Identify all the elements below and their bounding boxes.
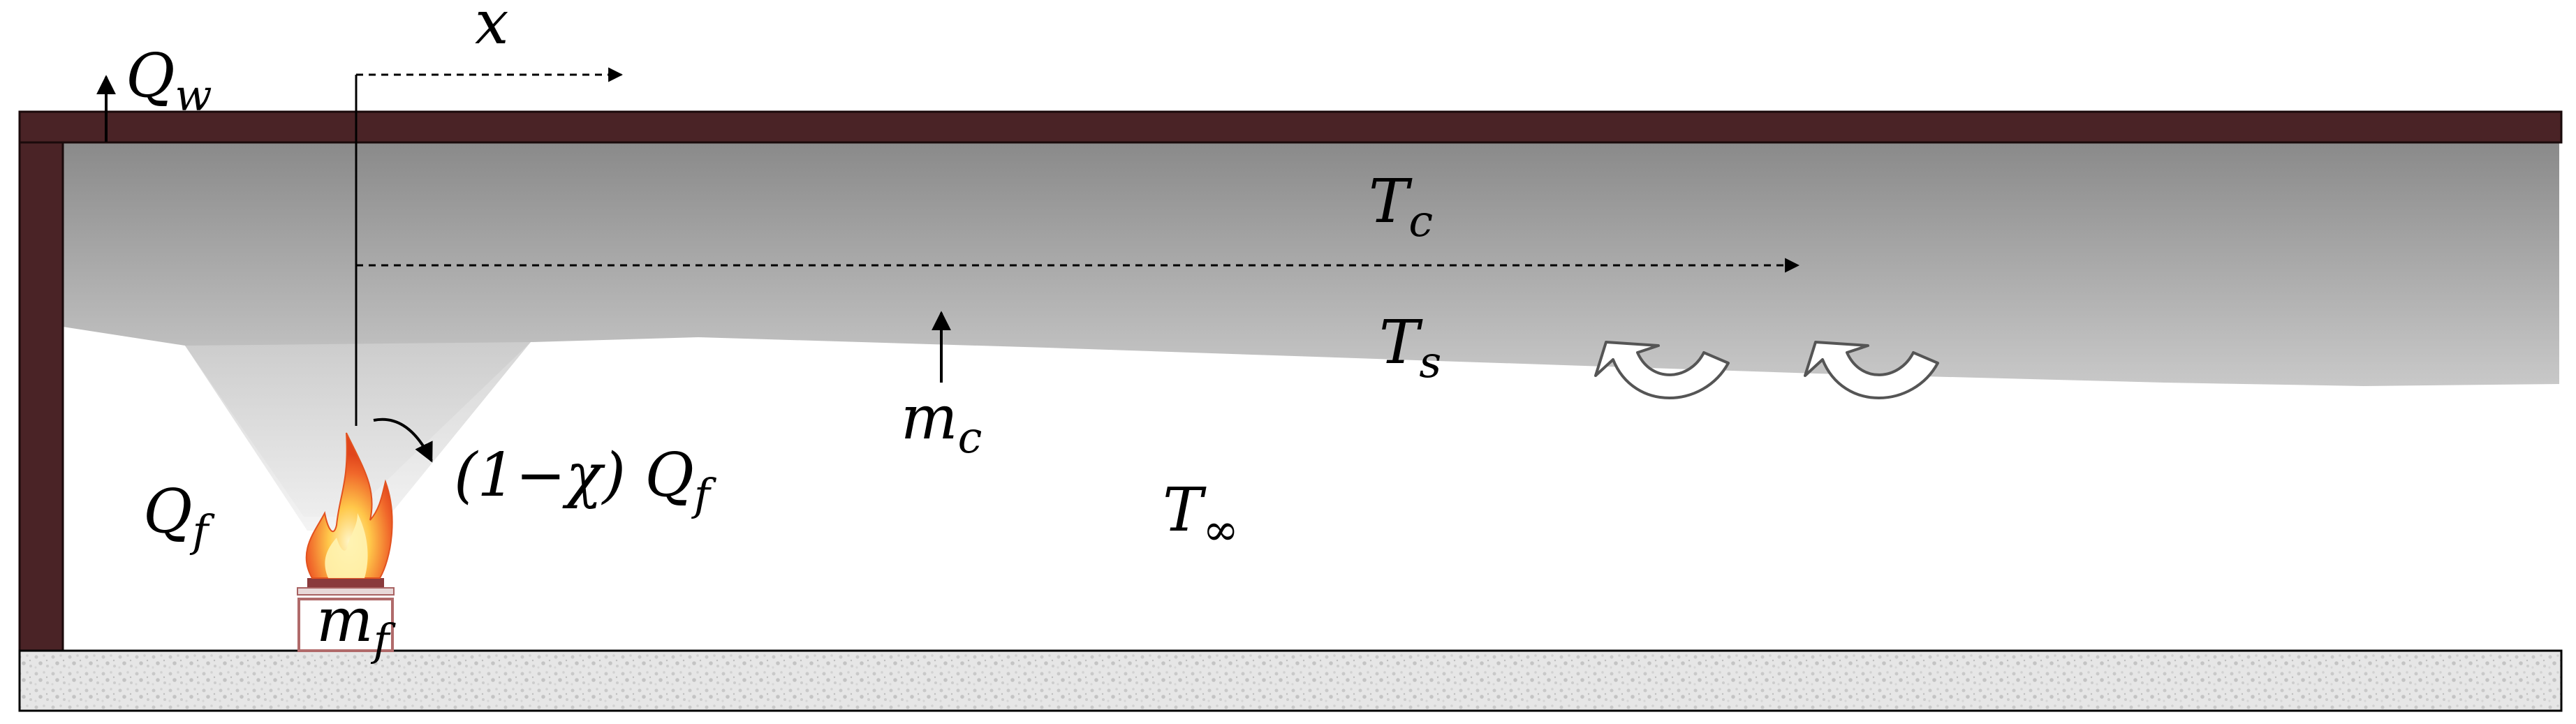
hot-smoke-layer (63, 143, 2559, 517)
label-ambient-temp: T∞ (1163, 475, 1239, 555)
recirculation-arrow-1 (1594, 341, 1730, 399)
curved-arrow (373, 418, 433, 463)
fuel-source (297, 578, 395, 652)
label-fire-heat: Qf (143, 477, 216, 556)
fire-plume (185, 342, 531, 531)
label-heat-loss-wall: Qw (126, 41, 212, 121)
label-ceiling-temp: Tc (1369, 167, 1433, 246)
ceiling (18, 110, 2563, 144)
recirculation-arrow-2 (1804, 341, 1939, 399)
label-smoke-temp: Ts (1379, 308, 1441, 387)
label-convective-heat: (1−χ) Qf (454, 441, 717, 520)
label-x-axis: x (475, 0, 509, 58)
floor (18, 649, 2563, 712)
left-wall (18, 141, 64, 652)
flame-icon (305, 432, 393, 579)
label-mass-flow-ceiling: mc (901, 383, 982, 463)
